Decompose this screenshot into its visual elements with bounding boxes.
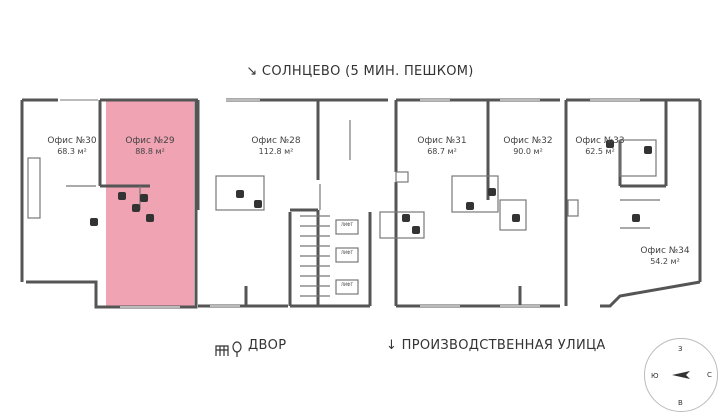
compass: З В Ю С: [644, 338, 718, 412]
office-33-area: 62.5 м²: [585, 146, 615, 156]
playground-icon: [214, 340, 244, 362]
compass-east: С: [707, 371, 712, 379]
compass-west: Ю: [651, 372, 659, 380]
office-31-area: 68.7 м²: [427, 146, 457, 156]
top-direction-caption: ↘ СОЛНЦЕВО (5 МИН. ПЕШКОМ): [246, 64, 474, 79]
office-29-highlight[interactable]: [106, 100, 194, 307]
elevator-label-3: ЛИФТ: [341, 282, 353, 287]
office-29-area: 88.8 м²: [135, 146, 165, 156]
street-caption: ↓ ПРОИЗВОДСТВЕННАЯ УЛИЦА: [386, 338, 606, 353]
office-30-label[interactable]: Офис №30 68.3 м²: [42, 136, 102, 156]
office-32-area: 90.0 м²: [513, 146, 543, 156]
office-29-label[interactable]: Офис №29 88.8 м²: [118, 136, 182, 156]
yard-caption: ДВОР: [248, 338, 287, 353]
office-30-name: Офис №30: [47, 136, 97, 146]
office-33-label[interactable]: Офис №33 62.5 м²: [568, 136, 632, 156]
compass-south: В: [678, 399, 683, 407]
office-33-name: Офис №33: [575, 136, 625, 146]
office-34-label[interactable]: Офис №34 54.2 м²: [630, 246, 700, 266]
compass-north: З: [678, 345, 683, 353]
elevator-label-2: ЛИФТ: [341, 250, 353, 255]
office-30-area: 68.3 м²: [57, 146, 87, 156]
office-34-area: 54.2 м²: [650, 256, 680, 266]
office-32-name: Офис №32: [503, 136, 553, 146]
office-28-area: 112.8 м²: [258, 146, 294, 156]
elevator-label-1: ЛИФТ: [341, 222, 353, 227]
office-31-name: Офис №31: [417, 136, 467, 146]
compass-arrow-icon: [672, 371, 690, 379]
office-28-name: Офис №28: [251, 136, 301, 146]
office-28-label[interactable]: Офис №28 112.8 м²: [244, 136, 308, 156]
office-29-name: Офис №29: [125, 136, 175, 146]
office-32-label[interactable]: Офис №32 90.0 м²: [496, 136, 560, 156]
office-34-name: Офис №34: [640, 246, 690, 256]
office-31-label[interactable]: Офис №31 68.7 м²: [410, 136, 474, 156]
